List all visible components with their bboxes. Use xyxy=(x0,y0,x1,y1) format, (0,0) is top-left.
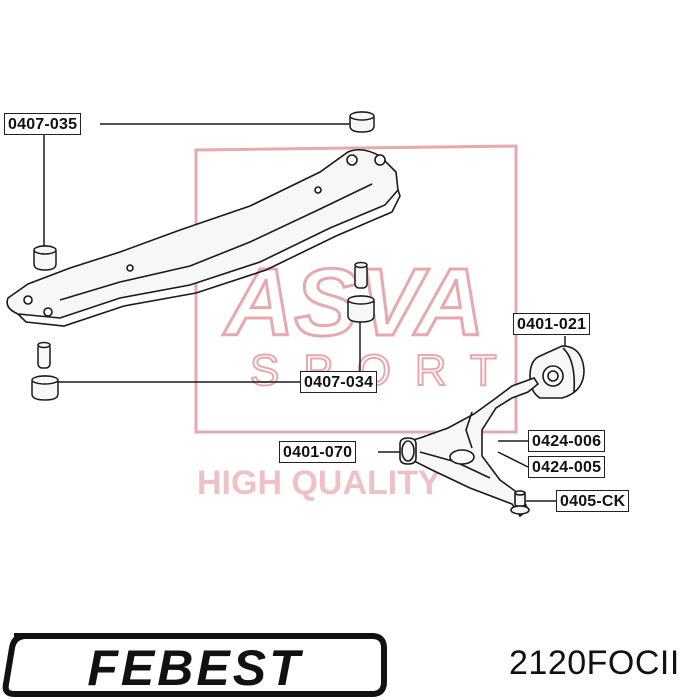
part-label-0424-005: 0424-005 xyxy=(528,456,606,478)
crossmember-hole xyxy=(314,186,322,194)
leader-0424-005 xyxy=(497,451,529,468)
crossmember xyxy=(6,148,401,327)
part-label-0407-034: 0407-034 xyxy=(300,371,378,393)
crossmember-flange xyxy=(59,183,373,301)
control-arm xyxy=(399,377,540,518)
part-number: 2120FOCII xyxy=(509,644,680,682)
crossmember-hole xyxy=(346,154,358,166)
rear-bushing xyxy=(529,345,585,399)
pin-center xyxy=(354,261,368,289)
part-label-0407-035: 0407-035 xyxy=(4,113,82,135)
logo-frame xyxy=(2,633,387,697)
febest-logo: FEBEST xyxy=(2,633,387,697)
crossmember-hole xyxy=(374,154,386,166)
small-parts xyxy=(31,111,375,401)
bushing-top-right xyxy=(349,111,375,133)
part-label-0405-ck: 0405-CK xyxy=(556,490,630,512)
part-label-0401-021: 0401-021 xyxy=(513,313,591,335)
watermark-subtext: SPORT xyxy=(250,346,521,395)
crossmember-hole xyxy=(43,307,53,317)
logo-text: FEBEST xyxy=(87,640,304,696)
watermark-outline xyxy=(194,144,518,434)
pin-left xyxy=(37,341,51,369)
crossmember-hole xyxy=(23,295,33,305)
crossmember-body xyxy=(6,148,399,319)
leader-lines xyxy=(43,123,566,502)
watermark-tagline: HIGH QUALITY xyxy=(197,464,441,502)
control-arm-hole xyxy=(449,449,475,465)
front-bushing-face xyxy=(401,440,415,462)
bushing-top-left xyxy=(33,245,57,271)
crossmember-hole xyxy=(126,264,134,272)
crossmember-lower-edge xyxy=(17,189,401,327)
part-label-0424-006: 0424-006 xyxy=(528,430,606,452)
ball-joint xyxy=(510,490,530,515)
part-label-0401-070: 0401-070 xyxy=(279,441,357,463)
bushing-center xyxy=(347,295,375,323)
bushing-left xyxy=(31,375,59,401)
